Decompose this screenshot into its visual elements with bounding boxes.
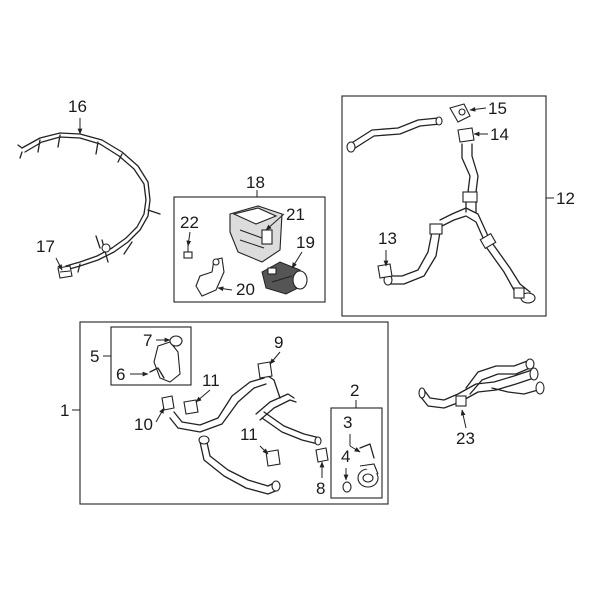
callout-11-lower: 11	[240, 425, 258, 444]
part-2-connector	[357, 463, 379, 488]
callout-10: 10	[134, 415, 153, 434]
callout-4: 4	[341, 447, 350, 466]
part-11-clamp-upper	[183, 399, 199, 415]
callout-8: 8	[316, 479, 325, 498]
callout-15: 15	[488, 99, 507, 118]
callout-19: 19	[296, 233, 315, 252]
callout-16: 16	[68, 97, 87, 116]
callout-18: 18	[246, 173, 265, 192]
callout-1: 1	[60, 401, 69, 420]
part-20-bracket	[195, 257, 225, 297]
part-23-hose	[418, 358, 545, 409]
callout-7: 7	[143, 331, 152, 350]
part-22-bolt	[183, 244, 193, 259]
group-1-box	[79, 321, 389, 505]
callout-20: 20	[236, 280, 255, 299]
callout-13: 13	[378, 229, 397, 248]
callout-22: 22	[180, 213, 199, 232]
group-18-box	[173, 196, 326, 303]
part-1-hose-set	[169, 371, 322, 495]
part-12-hose-assembly	[346, 116, 536, 304]
callout-6: 6	[116, 365, 125, 384]
part-13-clamp	[377, 263, 393, 279]
part-3-clip	[359, 443, 375, 459]
part-17-clip	[57, 265, 73, 279]
part-8-clamp	[315, 447, 329, 463]
part-4-seal	[342, 481, 352, 493]
callout-21: 21	[286, 205, 305, 224]
callout-12: 12	[556, 189, 575, 208]
callout-2: 2	[350, 381, 359, 400]
callout-9: 9	[274, 333, 283, 352]
part-19-water-pump	[261, 261, 308, 295]
callout-17: 17	[36, 237, 55, 256]
part-5-connector	[149, 335, 183, 383]
callout-5: 5	[90, 347, 99, 366]
part-11-clamp-lower	[265, 449, 281, 467]
callout-23: 23	[456, 429, 475, 448]
part-9-clamp	[257, 361, 273, 379]
part-10-clamp	[161, 395, 175, 411]
callout-14: 14	[490, 125, 509, 144]
part-14-clamp	[457, 127, 475, 143]
part-15-connector	[449, 103, 471, 123]
part-21-pump-cover	[229, 205, 283, 263]
group-12-box	[341, 95, 547, 317]
callout-3: 3	[343, 413, 352, 432]
part-16-harness	[17, 132, 161, 273]
callout-11-upper: 11	[202, 371, 220, 390]
